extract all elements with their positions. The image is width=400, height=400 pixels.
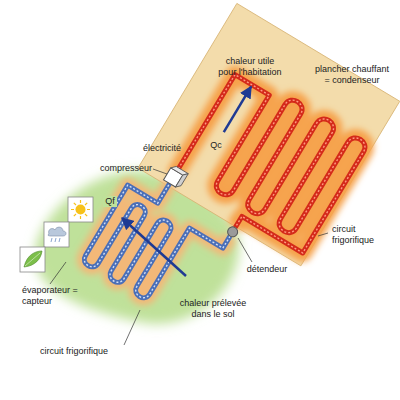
valve-label: détendeur <box>241 264 293 275</box>
qf-label: Qf <box>103 196 117 207</box>
circuit-label: circuit frigorifique <box>332 224 382 246</box>
soil-heat-label: chaleur prélevée dans le sol <box>176 298 250 320</box>
qc-label: Qc <box>208 140 224 151</box>
coil-pipe <box>82 165 238 320</box>
leaf-icon <box>20 247 45 272</box>
coil-glow <box>82 165 238 320</box>
electricity-label: électricité <box>140 143 184 154</box>
sun-icon <box>68 197 93 222</box>
coil-highlight <box>82 165 238 320</box>
qf-arrow <box>122 218 186 276</box>
leader-lines <box>50 169 328 345</box>
rain-icon <box>44 222 69 247</box>
qc-arrow <box>224 87 251 132</box>
compressor-symbol <box>164 164 189 189</box>
compressor-label: compresseur <box>90 163 152 174</box>
evaporator-coil <box>82 165 238 320</box>
useful-heat-label: chaleur utile pour l'habitation <box>216 56 284 78</box>
circuit-label: circuit frigorifique <box>40 346 126 357</box>
expansion-valve <box>226 225 240 239</box>
evaporator-label: évaporateur = capteur <box>22 285 78 307</box>
condenser-label: plancher chauffant = condenseur <box>312 64 392 86</box>
